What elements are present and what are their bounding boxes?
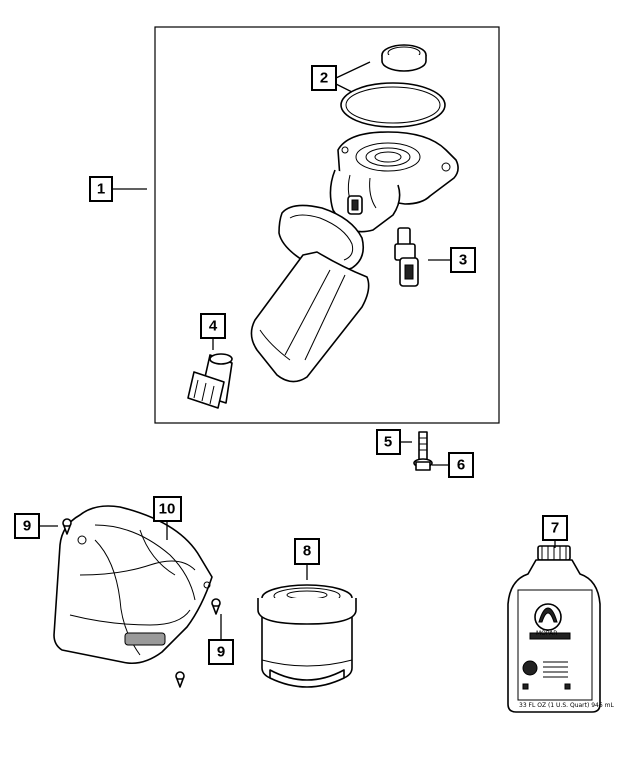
shield-panel [53,505,213,665]
callout-8[interactable]: 8 [294,538,320,565]
callout-4-label: 4 [209,318,218,335]
callout-1-label: 1 [97,181,105,198]
oil-bottle [507,545,601,713]
callout-9b-label: 9 [217,644,225,661]
callout-6-label: 6 [457,457,465,474]
callout-7[interactable]: 7 [542,515,568,541]
leader-2b [335,83,353,93]
callout-6[interactable]: 6 [448,452,474,478]
callout-10-label: 10 [159,501,176,518]
callout-8-label: 8 [303,543,311,560]
callout-9b[interactable]: 9 [208,639,234,665]
callout-4[interactable]: 4 [200,313,226,339]
leader-2 [335,61,371,79]
oil-filter-housing [250,131,459,383]
callout-2[interactable]: 2 [311,65,337,91]
callout-1[interactable]: 1 [89,176,113,202]
adapter-fitting [187,353,233,409]
callout-9a[interactable]: 9 [14,513,40,539]
callout-7-label: 7 [551,520,559,537]
seal-rings [340,44,446,128]
screw-mid [211,598,221,615]
oil-filter [257,584,357,688]
callout-2-label: 2 [320,70,328,87]
bottle-brand-text: MOPAR [536,630,557,637]
callout-10[interactable]: 10 [153,496,182,522]
bolt [413,431,433,471]
callout-5-label: 5 [384,434,392,451]
oil-pressure-sensor [394,227,419,287]
bottle-volume-text: 33 FL OZ (1 U.S. Quart) 946 mL [519,702,614,709]
callout-3-label: 3 [459,252,467,269]
screw-upper [62,518,72,535]
screw-lower [175,671,185,688]
callout-9a-label: 9 [23,518,31,535]
callout-3[interactable]: 3 [450,247,476,273]
assembly-frame [154,26,500,424]
callout-5[interactable]: 5 [376,429,401,455]
